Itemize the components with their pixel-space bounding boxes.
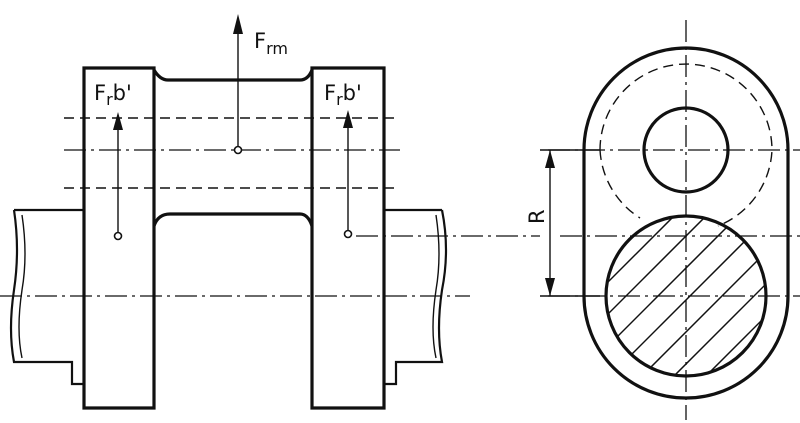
- force-frb-left-arrow: [113, 112, 123, 241]
- crank-side-view: Frm Frb' Frb': [0, 14, 540, 410]
- right-break-line: [432, 214, 440, 359]
- left-shaft-stub: [9, 208, 84, 386]
- left-crank-web: [82, 66, 156, 410]
- label-radius: R: [525, 209, 549, 224]
- force-frb-right-arrow: [343, 110, 353, 239]
- hidden-contour: [599, 63, 773, 227]
- right-shaft-stub: [384, 208, 448, 386]
- label-frm: Frm: [254, 29, 288, 58]
- right-crank-web: [310, 66, 386, 410]
- main-journal-section: [606, 216, 766, 376]
- crank-pin: [152, 69, 314, 82]
- label-frb-left: Frb': [94, 81, 132, 109]
- label-frb-right: Frb': [324, 81, 362, 109]
- radius-dimension: [540, 149, 600, 297]
- crank-end-view: R: [525, 20, 800, 420]
- force-frm-arrow: [233, 14, 243, 155]
- crank-pin-bottom: [152, 212, 314, 227]
- left-break-line: [18, 214, 26, 359]
